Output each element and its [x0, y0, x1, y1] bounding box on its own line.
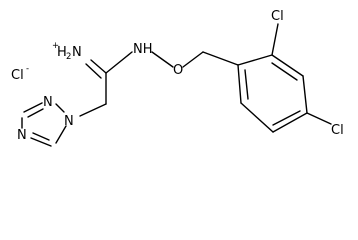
imine-nitrogen-h: H [57, 45, 67, 60]
bond-ring-cl-ortho [271, 23, 279, 56]
atom-labels: + H 2 N NH O Cl Cl Cl - N N N [11, 9, 344, 143]
bond-triazole-n1-c5 [55, 125, 67, 144]
bond-amidine-c-n-double-a [90, 59, 107, 74]
bonds [21, 23, 332, 147]
bond-ring-c3-c4 [302, 75, 308, 114]
chloride-counterion-charge: - [26, 64, 29, 74]
bond-ring-c6-c1-inner [244, 69, 249, 100]
triazole-n4-label: N [17, 128, 27, 143]
chlorine-para-label: Cl [331, 123, 344, 138]
molecule-structure: + H 2 N NH O Cl Cl Cl - N N N [11, 9, 344, 147]
bond-triazole-c5-n4-b [32, 132, 50, 141]
bond-ring-c2-c3 [271, 54, 304, 77]
imine-nitrogen-charge: + [52, 41, 59, 51]
bond-triazole-c3-n2-b [27, 108, 44, 118]
triazole-n1-label: N [64, 114, 74, 129]
imine-nitrogen-n: N [72, 45, 82, 60]
bond-ch2-triazole [79, 103, 107, 117]
bond-ring-c2-c3-inner [271, 62, 298, 81]
bond-n-o [151, 51, 174, 68]
bond-amidine-c-n-double-b [85, 63, 102, 79]
bond-ring-c5-c6 [240, 102, 274, 133]
chlorine-ortho-label: Cl [271, 9, 284, 24]
chloride-counterion-label: Cl [11, 68, 24, 83]
bond-triazole-c5-n4-a [30, 137, 52, 147]
bond-ring-c1-c2 [237, 54, 273, 66]
imine-nitrogen-subscript: 2 [66, 52, 71, 62]
ether-oxygen-label: O [173, 63, 183, 78]
bond-ring-cl-para [306, 112, 332, 125]
hydroxylamine-nitrogen-label: NH [133, 42, 153, 57]
bond-ring-c4-c5 [272, 112, 308, 133]
bond-triazole-n2-n1 [55, 103, 65, 113]
bond-ch2-ring [202, 51, 239, 66]
bond-amidine-c-nh [105, 51, 133, 74]
triazole-n2-label: N [43, 95, 53, 110]
bond-o-ch2 [182, 51, 204, 68]
bond-triazole-c3-n2-a [23, 102, 43, 113]
bond-ring-c6-c1 [237, 64, 242, 104]
bond-ring-c4-c5-inner [272, 110, 301, 126]
